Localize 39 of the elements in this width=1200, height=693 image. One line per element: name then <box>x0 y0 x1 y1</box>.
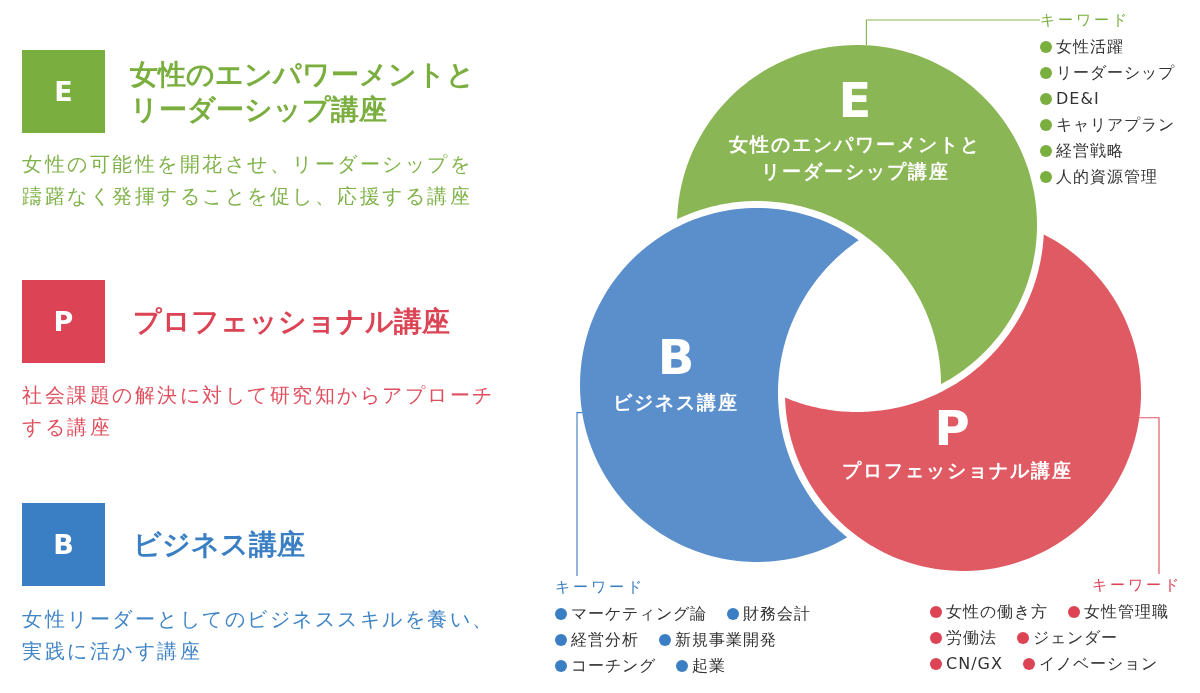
keyword-heading: キーワード <box>1040 10 1130 31</box>
course-title: 女性のエンパワーメントとリーダーシップ講座 <box>130 57 475 127</box>
keyword-item: リーダーシップ <box>1056 62 1175 84</box>
course-letter-tile: P <box>22 280 105 363</box>
keyword-item: 経営分析 <box>571 629 639 651</box>
keyword-item: 女性の働き方 <box>946 601 1048 623</box>
course-letter-tile: B <box>22 503 105 586</box>
course-description: 社会課題の解決に対して研究知からアプローチする講座 <box>22 383 496 441</box>
keyword-item: 起業 <box>692 655 726 677</box>
keyword-item: イノベーション <box>1038 653 1158 675</box>
course-letter: P <box>933 402 971 454</box>
course-description: 女性リーダーとしてのビジネススキルを養い、実践に活かす講座 <box>22 607 496 665</box>
course-title: 女性のエンパワーメントとリーダーシップ講座 <box>728 132 982 184</box>
keyword-item: マーケティング論 <box>571 603 707 625</box>
keyword-item: ジェンダー <box>1033 627 1118 649</box>
course-title: ビジネス講座 <box>133 527 305 563</box>
keyword-item: 女性管理職 <box>1084 601 1169 623</box>
leader-line <box>576 412 583 577</box>
keyword-item: 人的資源管理 <box>1056 166 1158 188</box>
course-title: ビジネス講座 <box>612 390 740 415</box>
keyword-item: 女性活躍 <box>1056 36 1124 58</box>
leader-line <box>1138 417 1160 575</box>
course-letter: B <box>656 331 696 383</box>
keyword-item: コーチング <box>571 655 656 677</box>
keyword-item: 労働法 <box>946 627 997 649</box>
keyword-item: 財務会計 <box>743 603 811 625</box>
keyword-item: DE&I <box>1056 88 1100 110</box>
course-description: 女性の可能性を開花させ、リーダーシップを躊躇なく発揮することを促し、応援する講座 <box>22 152 473 210</box>
keyword-item: 経営戦略 <box>1056 140 1124 162</box>
keyword-item: CN/GX <box>946 653 1003 675</box>
keyword-item: キャリアプラン <box>1056 114 1175 136</box>
course-letter: E <box>837 74 873 126</box>
course-title: プロフェッショナル講座 <box>133 304 450 340</box>
leader-line <box>865 19 1041 46</box>
course-title: プロフェッショナル講座 <box>840 458 1074 483</box>
keyword-heading: キーワード <box>1092 575 1182 596</box>
keyword-heading: キーワード <box>555 577 645 598</box>
course-letter-tile: E <box>22 50 105 133</box>
keyword-item: 新規事業開発 <box>675 629 777 651</box>
